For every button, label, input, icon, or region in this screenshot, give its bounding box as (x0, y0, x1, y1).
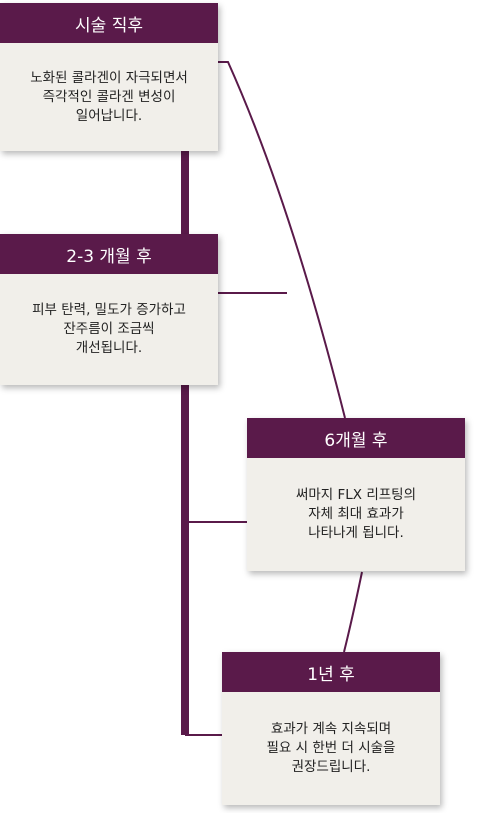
stage-card-2: 2-3 개월 후 피부 탄력, 밀도가 증가하고 잔주름이 조금씩 개선됩니다. (0, 234, 218, 385)
stage-description-line: 잔주름이 조금씩 (63, 321, 155, 337)
stage-description-line: 효과가 계속 지속되며 (270, 721, 392, 737)
curve-stage-3-to-4 (343, 571, 363, 653)
stage-description-line: 나타나게 됩니다. (308, 525, 404, 541)
stage-description-line: 자체 최대 효과가 (308, 506, 404, 522)
stage-description-line: 개선됩니다. (75, 340, 143, 356)
stage-description: 피부 탄력, 밀도가 증가하고 잔주름이 조금씩 개선됩니다. (0, 274, 218, 385)
stage-title: 6개월 후 (247, 418, 465, 458)
stage-description: 노화된 콜라겐이 자극되면서 즉각적인 콜라겐 변성이 일어납니다. (0, 43, 218, 151)
curve-stage-1-to-3 (218, 61, 346, 419)
stage-card-1: 시술 직후 노화된 콜라겐이 자극되면서 즉각적인 콜라겐 변성이 일어납니다. (0, 3, 218, 151)
stage-description-line: 노화된 콜라겐이 자극되면서 (30, 69, 188, 86)
stage-title: 2-3 개월 후 (0, 234, 218, 274)
stage-description-line: 권장드립니다. (291, 759, 371, 775)
stage-description: 써마지 FLX 리프팅의 자체 최대 효과가 나타나게 됩니다. (247, 458, 465, 571)
stage-description-line: 즉각적인 콜라겐 변성이 (42, 88, 176, 105)
stage-title: 1년 후 (222, 652, 440, 692)
stage-card-4: 1년 후 효과가 계속 지속되며 필요 시 한번 더 시술을 권장드립니다. (222, 652, 440, 805)
stage-description: 효과가 계속 지속되며 필요 시 한번 더 시술을 권장드립니다. (222, 692, 440, 805)
stage-description-line: 일어납니다. (75, 107, 143, 124)
stage-card-3: 6개월 후 써마지 FLX 리프팅의 자체 최대 효과가 나타나게 됩니다. (247, 418, 465, 571)
stage-description-line: 필요 시 한번 더 시술을 (266, 740, 396, 756)
stage-description-line: 써마지 FLX 리프팅의 (295, 487, 417, 503)
stage-description-line: 피부 탄력, 밀도가 증가하고 (32, 302, 186, 318)
stage-title: 시술 직후 (0, 3, 218, 43)
